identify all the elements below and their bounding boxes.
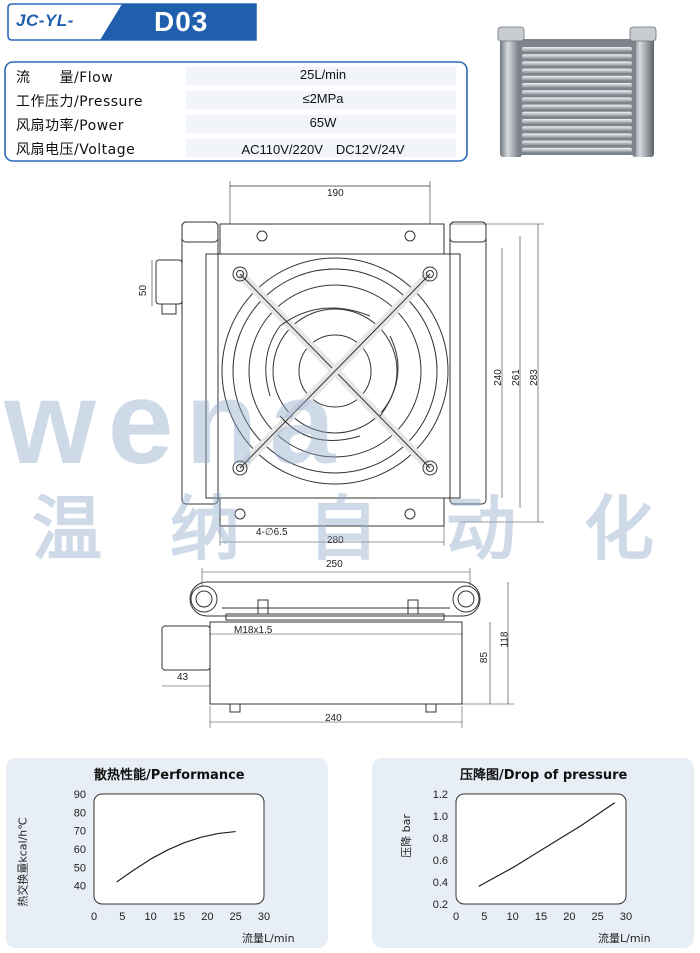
spec-row-power: 风扇功率/Power 65W (10, 113, 456, 135)
fin-tube (522, 54, 632, 59)
y-tick-label: 50 (74, 862, 86, 874)
dim-width-190: 190 (327, 188, 344, 199)
x-tick-label: 25 (592, 911, 604, 923)
dim-height-240: 240 (492, 369, 504, 386)
x-axis-label: 流量L/min (598, 932, 651, 945)
chart-title: 散热性能/Performance (94, 768, 245, 783)
spec-table-frame (4, 61, 468, 162)
dim-width-240: 240 (325, 713, 342, 724)
fin-tube (522, 61, 632, 66)
x-axis-label: 流量L/min (242, 932, 295, 945)
fin-tube (522, 90, 632, 95)
spec-label: 工作压力/Pressure (16, 94, 143, 110)
product-photo (492, 25, 668, 163)
spec-value: 25L/min (299, 67, 347, 82)
spec-table: 流 量/Flow 25L/min 工作压力/Pressure ≤2MPa 风扇功… (4, 61, 468, 162)
x-tick-label: 30 (258, 911, 270, 923)
x-tick-label: 15 (535, 911, 547, 923)
dim-height-283: 283 (528, 369, 540, 386)
y-tick-label: 0.4 (433, 877, 448, 889)
watermark-char: 动 (446, 488, 516, 570)
hole-note: 4-∅6.5 (256, 527, 288, 538)
y-tick-label: 0.6 (433, 855, 448, 867)
series-line (478, 802, 616, 887)
fin-tube (522, 133, 632, 138)
y-tick-label: 1.0 (433, 811, 448, 823)
dim-port-43: 43 (177, 672, 189, 683)
y-tick-label: 60 (74, 844, 86, 856)
fin-tube (522, 111, 632, 117)
y-tick-label: 0.8 (433, 833, 448, 845)
x-tick-label: 20 (201, 911, 213, 923)
fin-tube (522, 147, 632, 153)
spec-value: ≤2MPa (302, 91, 344, 106)
fin-tube (522, 83, 632, 88)
dim-port-50: 50 (138, 284, 150, 297)
header-tag-shape (7, 3, 257, 41)
spec-label: 流 量/Flow (16, 70, 114, 86)
fin-tube (522, 126, 632, 131)
performance-chart-panel: 散热性能/Performance 0 5 10 15 20 25 30 90 80 70 60 50 4… (6, 758, 328, 948)
x-tick-label: 0 (91, 911, 97, 923)
model-header: JC-YL- D03 (4, 2, 260, 44)
fin-tube (522, 104, 632, 110)
y-tick-label: 90 (74, 789, 86, 801)
x-tick-label: 15 (173, 911, 185, 923)
series-prefix: JC-YL- (16, 11, 74, 30)
fin-tube (522, 68, 632, 74)
watermark-char: 温 (32, 488, 102, 570)
watermark: wena 温 纳 自 动 化 (0, 357, 700, 575)
x-tick-label: 0 (453, 911, 459, 923)
dim-width-250: 250 (326, 559, 343, 570)
fin-tube (522, 140, 632, 146)
chart-title: 压降图/Drop of pressure (460, 768, 628, 783)
fin-tube (522, 119, 632, 124)
plot-area (455, 793, 627, 905)
dim-width-280: 280 (327, 535, 344, 546)
y-axis-label: 压降 bar (399, 814, 413, 858)
fin-tube (522, 97, 632, 102)
x-tick-label: 5 (481, 911, 487, 923)
y-tick-label: 40 (74, 881, 86, 893)
series-line (116, 830, 236, 883)
cooler-photo-illustration (497, 26, 657, 157)
x-tick-label: 25 (230, 911, 242, 923)
x-tick-label: 20 (563, 911, 575, 923)
watermark-latin: wena (4, 357, 348, 489)
x-tick-label: 10 (507, 911, 519, 923)
x-tick-label: 10 (145, 911, 157, 923)
plot-area (93, 793, 265, 905)
spec-value: AC110V/220V DC12V/24V (241, 142, 405, 157)
spec-value: 65W (309, 115, 337, 130)
front-view-drawing (151, 181, 544, 546)
y-tick-label: 80 (74, 807, 86, 819)
watermark-char: 化 (584, 488, 654, 570)
spec-row-voltage: 风扇电压/Voltage AC110V/220V DC12V/24V (10, 137, 456, 159)
model-number: D03 (154, 6, 209, 37)
y-tick-label: 70 (74, 826, 86, 838)
thread-note: M18x1.5 (234, 625, 273, 636)
dim-height-118: 118 (499, 631, 511, 648)
spec-row-pressure: 工作压力/Pressure ≤2MPa (10, 89, 456, 111)
pressure-drop-chart: 0 5 10 15 20 25 30 1.2 1.0 0.8 0.6 0.4 0.2 (433, 789, 632, 923)
y-tick-label: 0.2 (433, 899, 448, 911)
spec-label: 风扇电压/Voltage (16, 142, 136, 158)
dim-height-261: 261 (510, 369, 522, 386)
spec-row-flow: 流 量/Flow 25L/min (10, 65, 456, 87)
y-tick-label: 1.2 (433, 789, 448, 801)
x-tick-label: 5 (119, 911, 125, 923)
watermark-char: 自 (308, 488, 378, 570)
performance-chart: 0 5 10 15 20 25 30 90 80 70 60 50 40 (74, 789, 270, 923)
fin-tube (522, 75, 632, 81)
side-view-drawing (161, 568, 514, 728)
x-tick-label: 30 (620, 911, 632, 923)
dim-height-85: 85 (479, 651, 491, 664)
y-axis-label: 热交换量kcal/h℃ (16, 817, 30, 907)
watermark-char: 纳 (170, 488, 240, 570)
spec-label: 风扇功率/Power (16, 118, 125, 134)
fin-tube (522, 47, 632, 52)
